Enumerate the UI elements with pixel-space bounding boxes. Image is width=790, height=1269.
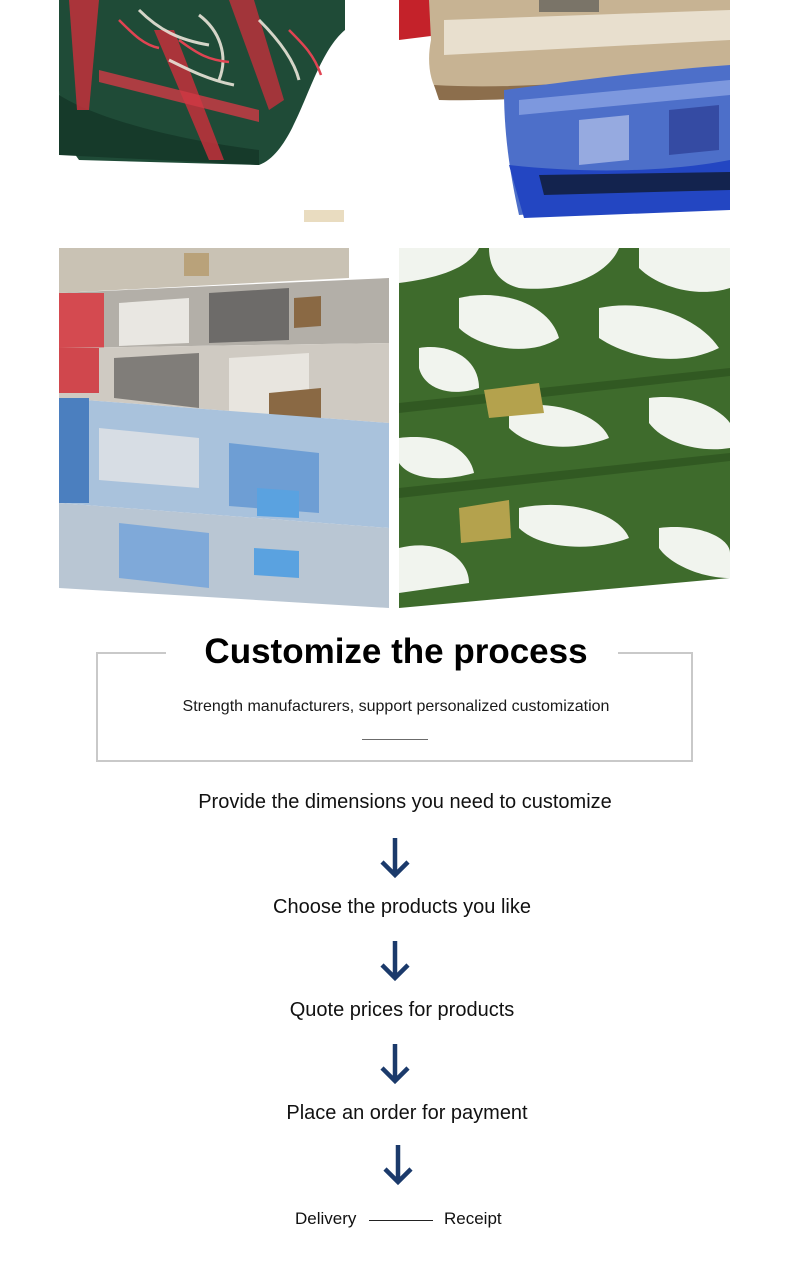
delivery-receipt-row: Delivery Receipt: [0, 1208, 790, 1232]
section-title: Customize the process: [204, 632, 588, 671]
connector-line: [369, 1220, 433, 1221]
down-arrow-icon: [379, 939, 411, 983]
beige-blue-bound-blanket-photo: [399, 0, 730, 232]
delivery-label: Delivery: [295, 1209, 357, 1228]
down-arrow-icon: [379, 836, 411, 880]
section-subtitle: Strength manufacturers, support personal…: [182, 698, 610, 715]
green-red-fringe-blanket-photo: [59, 0, 345, 232]
title-underline: [362, 739, 428, 740]
down-arrow-icon: [382, 1143, 414, 1187]
frame-title-gap: [166, 640, 618, 666]
step-provide-dimensions: Provide the dimensions you need to custo…: [198, 791, 612, 813]
receipt-label: Receipt: [444, 1209, 502, 1228]
step-quote-prices: Quote prices for products: [289, 999, 515, 1021]
green-white-blanket-stack-photo: [399, 248, 730, 608]
grey-plaid-blanket-stack-photo: [59, 248, 390, 608]
down-arrow-icon: [379, 1042, 411, 1086]
step-choose-products: Choose the products you like: [273, 896, 531, 918]
step-place-order: Place an order for payment: [286, 1102, 528, 1124]
